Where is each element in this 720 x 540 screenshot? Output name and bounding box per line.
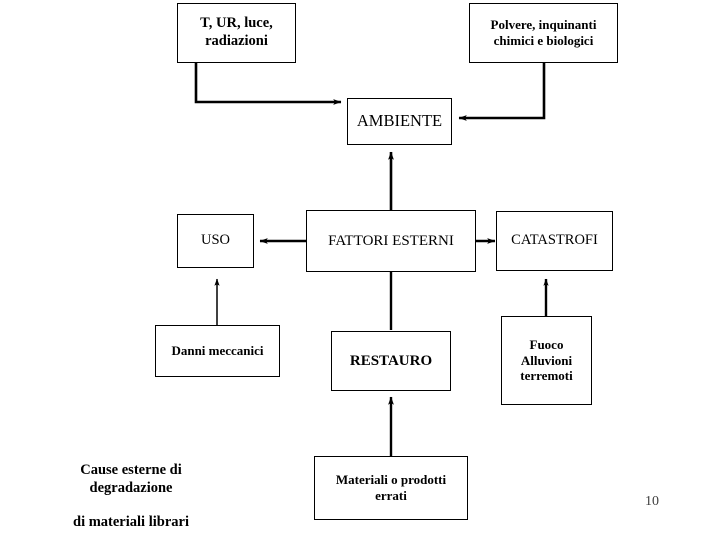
node-t-ur-luce[interactable]: T, UR, luce, radiazioni	[177, 3, 296, 63]
node-fattori-esterni-label: FATTORI ESTERNI	[328, 232, 454, 249]
node-uso-label: USO	[200, 232, 230, 249]
node-fuoco-line1: Fuoco	[529, 336, 564, 352]
node-ambiente[interactable]: AMBIENTE	[347, 98, 452, 145]
node-restauro-label: RESTAURO	[349, 352, 433, 369]
node-uso[interactable]: USO	[177, 214, 254, 268]
node-restauro[interactable]: RESTAURO	[331, 331, 451, 391]
caption-line3: di materiali librari	[73, 514, 189, 530]
node-polvere[interactable]: Polvere, inquinanti chimici e biologici	[469, 3, 618, 63]
caption-di-materiali-librari: di materiali librari	[26, 513, 236, 531]
edge-polvere-to-ambiente	[458, 63, 546, 121]
node-materiali[interactable]: Materiali o prodotti errati	[314, 456, 468, 520]
node-t-ur-luce-line1: T, UR, luce,	[200, 15, 273, 32]
node-catastrofi-label: CATASTROFI	[511, 232, 598, 249]
node-danni-meccanici-label: Danni meccanici	[171, 343, 264, 359]
node-fuoco-line3: terremoti	[520, 368, 573, 384]
node-fuoco[interactable]: Fuoco Alluvioni terremoti	[501, 316, 592, 405]
node-materiali-line2: errati	[375, 488, 407, 503]
edge-t-ur-luce-to-ambiente	[194, 63, 342, 105]
node-materiali-line1: Materiali o prodotti	[335, 472, 447, 488]
node-catastrofi[interactable]: CATASTROFI	[496, 211, 613, 271]
node-danni-meccanici[interactable]: Danni meccanici	[155, 325, 280, 377]
node-fuoco-line2: Alluvioni	[520, 352, 573, 368]
node-ambiente-label: AMBIENTE	[356, 111, 443, 131]
node-fattori-esterni[interactable]: FATTORI ESTERNI	[306, 210, 476, 272]
node-polvere-line1: Polvere, inquinanti	[490, 17, 597, 33]
caption-line2: degradazione	[89, 480, 173, 497]
node-polvere-line2: chimici e biologici	[493, 33, 594, 48]
node-t-ur-luce-line2: radiazioni	[205, 33, 268, 49]
caption-cause-esterne: Cause esterne di degradazione	[26, 461, 236, 497]
page-number: 10	[645, 494, 659, 509]
caption-line1: Cause esterne di	[80, 462, 182, 478]
